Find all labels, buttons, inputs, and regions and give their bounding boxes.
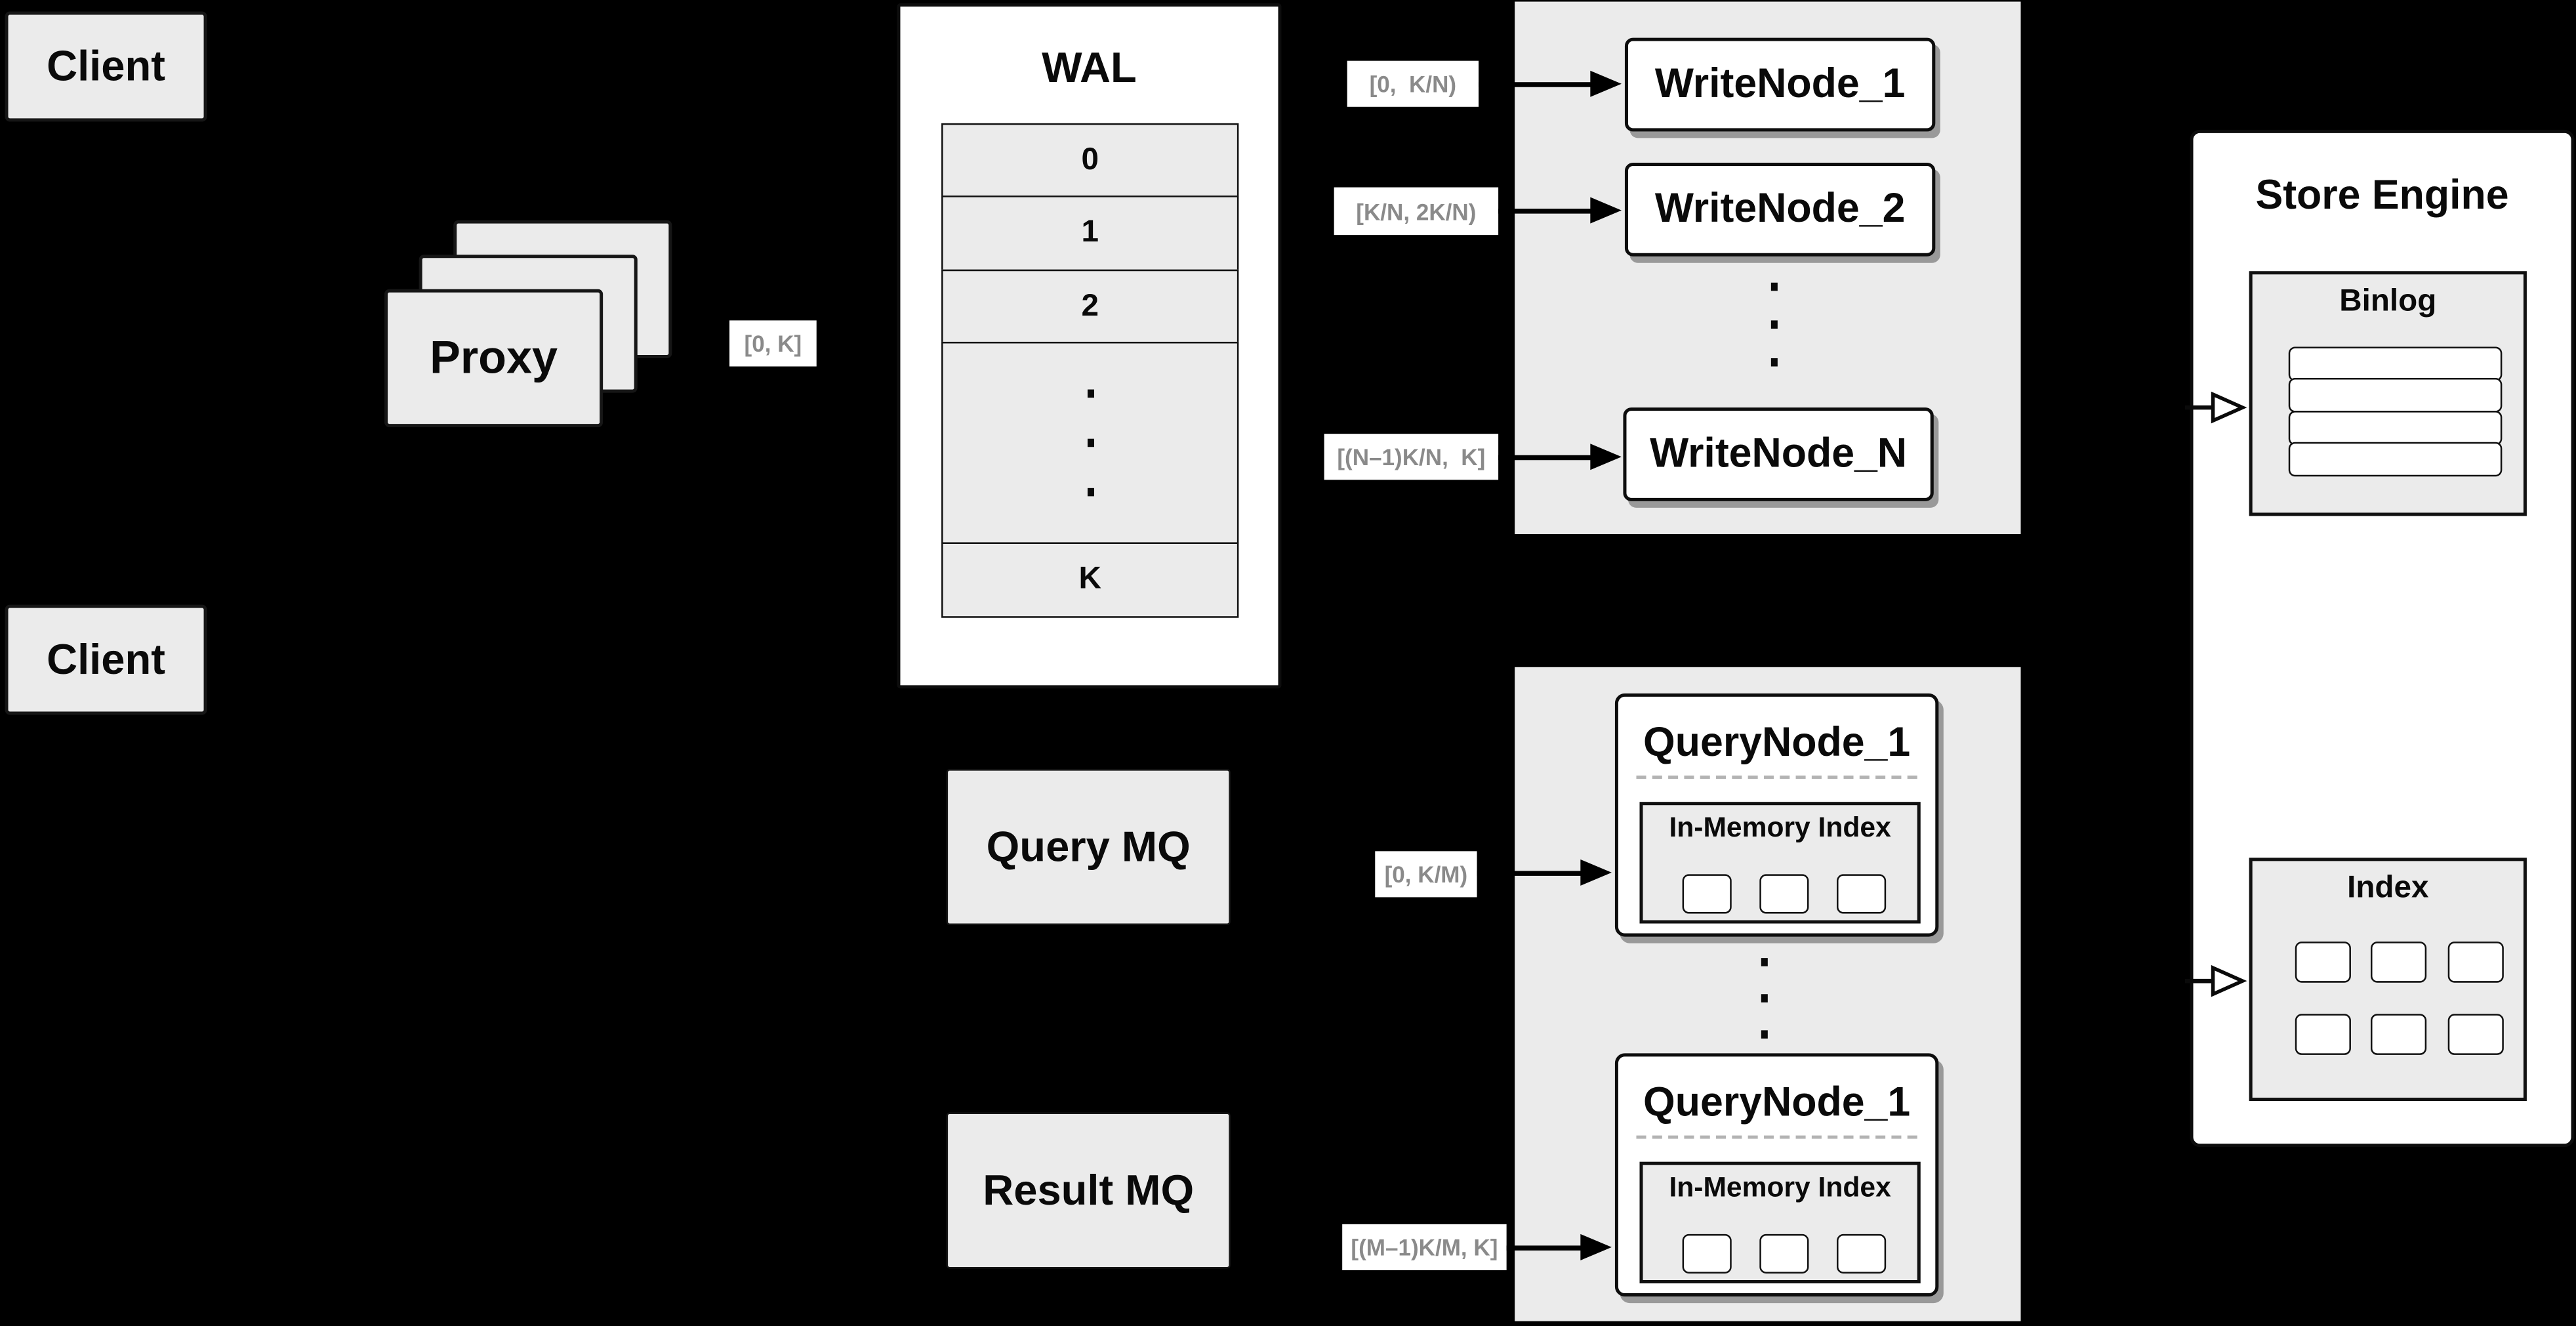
arrow-line-write-n [1498, 454, 1592, 460]
vertical-ellipsis-icon [1761, 1030, 1768, 1039]
client-top-label: Client [47, 41, 165, 91]
vertical-ellipsis-icon [1770, 320, 1778, 329]
range-chip-write-1: [0, K/N) [1347, 60, 1479, 107]
range-chip-proxy-to-wal: [0, K] [729, 320, 817, 367]
write-node-n: WriteNode_N [1623, 407, 1934, 501]
vertical-ellipsis-icon [1087, 439, 1094, 447]
wal-table: 0 1 2 K [941, 123, 1239, 617]
proxy-card-front: Proxy [384, 289, 603, 428]
vertical-ellipsis-icon [1770, 282, 1778, 291]
arrow-line-query-1 [1477, 870, 1582, 875]
write-node-1-label: WriteNode_1 [1654, 60, 1906, 107]
query-mq-box: Query MQ [946, 769, 1231, 926]
store-engine-title: Store Engine [2255, 172, 2509, 219]
client-bottom-box: Client [5, 604, 207, 715]
binlog-title: Binlog [2339, 284, 2437, 319]
wal-row-ellipsis [941, 342, 1239, 545]
range-chip-query-1: [0, K/M) [1375, 851, 1477, 898]
in-memory-index-top-title: In-Memory Index [1669, 812, 1891, 843]
binlog-rows [2288, 346, 2503, 477]
wal-row-1: 1 [941, 196, 1239, 272]
dashed-separator [1636, 1135, 1917, 1139]
index-cell [2370, 1014, 2427, 1055]
index-cell [2295, 1014, 2351, 1055]
query-node-top: QueryNode_1 In-Memory Index [1614, 693, 1939, 937]
query-mq-label: Query MQ [986, 821, 1191, 871]
in-memory-index-bottom-title: In-Memory Index [1669, 1171, 1891, 1203]
dashed-separator [1636, 776, 1917, 779]
in-memory-index-bottom: In-Memory Index [1639, 1161, 1921, 1284]
arrow-line-query-m [1506, 1245, 1582, 1250]
arrow-head-query-m-icon [1580, 1233, 1612, 1260]
segment-cell [1682, 874, 1732, 914]
vertical-ellipsis-icon [1770, 358, 1778, 367]
query-node-bottom: QueryNode_1 In-Memory Index [1614, 1053, 1939, 1297]
wal-title: WAL [1042, 43, 1137, 93]
range-chip-write-2: [K/N, 2K/N) [1334, 187, 1499, 236]
segment-cell [1759, 874, 1809, 914]
index-box: Index [2249, 858, 2527, 1102]
vertical-ellipsis-icon [1761, 994, 1768, 1003]
result-mq-box: Result MQ [946, 1112, 1231, 1269]
segment-cell [1682, 1233, 1732, 1274]
vertical-ellipsis-icon [1761, 958, 1768, 966]
index-title: Index [2347, 871, 2429, 905]
binlog-row [2288, 346, 2503, 382]
write-node-2: WriteNode_2 [1624, 162, 1936, 257]
arrow-head-write-n-icon [1590, 444, 1622, 470]
result-mq-label: Result MQ [983, 1165, 1195, 1214]
client-top-box: Client [5, 11, 207, 122]
write-node-1: WriteNode_1 [1624, 37, 1936, 132]
binlog-row [2288, 379, 2503, 413]
query-node-bottom-title: QueryNode_1 [1643, 1079, 1911, 1126]
arrow-head-write-2-icon [1590, 197, 1622, 224]
proxy-label: Proxy [430, 331, 558, 383]
binlog-box: Binlog [2249, 271, 2527, 516]
arrow-line-write-2 [1498, 207, 1592, 213]
index-cell [2370, 942, 2427, 983]
index-cell [2295, 942, 2351, 983]
write-node-2-label: WriteNode_2 [1654, 186, 1906, 232]
client-bottom-label: Client [47, 634, 165, 684]
arrow-head-query-1-icon [1580, 859, 1612, 886]
arrow-head-write-1-icon [1590, 70, 1622, 97]
vertical-ellipsis-icon [1087, 488, 1094, 497]
binlog-row [2288, 410, 2503, 445]
query-node-top-title: QueryNode_1 [1643, 719, 1911, 766]
vertical-ellipsis-icon [1087, 390, 1094, 398]
segment-cell [1837, 874, 1887, 914]
wal-row-k: K [941, 541, 1239, 617]
range-chip-query-m: [(M–1)K/M, K] [1342, 1224, 1507, 1270]
write-node-n-label: WriteNode_N [1650, 430, 1908, 477]
segment-cell [1837, 1233, 1887, 1274]
index-cell [2447, 1014, 2504, 1055]
segment-cell [1759, 1233, 1809, 1274]
wal-row-0: 0 [941, 123, 1239, 199]
index-cell [2447, 942, 2504, 983]
range-chip-write-n: [(N–1)K/N, K] [1324, 434, 1499, 480]
arrow-line-write-1 [1479, 81, 1592, 87]
in-memory-index-top: In-Memory Index [1639, 802, 1921, 924]
open-arrow-binlog-icon [2184, 391, 2247, 424]
wal-row-2: 2 [941, 269, 1239, 345]
open-arrow-index-icon [2184, 964, 2247, 997]
binlog-row [2288, 442, 2503, 477]
